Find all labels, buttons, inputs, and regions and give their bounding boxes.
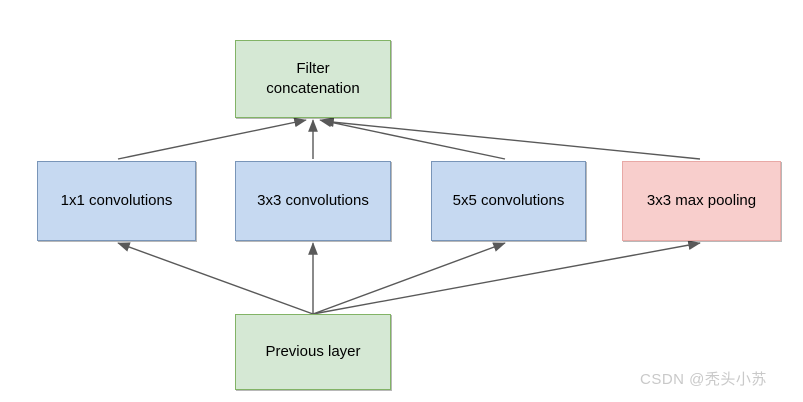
- node-filter-concatenation-label: Filter concatenation: [266, 59, 360, 97]
- node-conv-5x5-label: 5x5 convolutions: [452, 191, 565, 209]
- edge-conv5x5-to-filter: [319, 117, 506, 160]
- node-maxpool-3x3: 3x3 max pooling: [622, 161, 781, 241]
- node-conv-1x1-label: 1x1 convolutions: [60, 191, 173, 209]
- edge-maxpool3x3-to-filter: [321, 117, 701, 160]
- edge-previous-to-maxpool3x3: [312, 240, 701, 315]
- node-maxpool-3x3-label: 3x3 max pooling: [646, 191, 757, 209]
- watermark-text: CSDN @秃头小苏: [640, 371, 767, 388]
- node-conv-1x1: 1x1 convolutions: [37, 161, 196, 241]
- edge-previous-to-conv1x1: [117, 242, 314, 315]
- node-conv-5x5: 5x5 convolutions: [431, 161, 586, 241]
- node-filter-concatenation: Filter concatenation: [235, 40, 391, 118]
- node-conv-3x3-label: 3x3 convolutions: [257, 191, 369, 209]
- edge-conv1x1-to-filter: [117, 117, 307, 160]
- node-previous-layer: Previous layer: [235, 314, 391, 390]
- node-previous-layer-label: Previous layer: [265, 342, 361, 360]
- edge-previous-to-conv5x5: [312, 242, 506, 315]
- node-conv-3x3: 3x3 convolutions: [235, 161, 391, 241]
